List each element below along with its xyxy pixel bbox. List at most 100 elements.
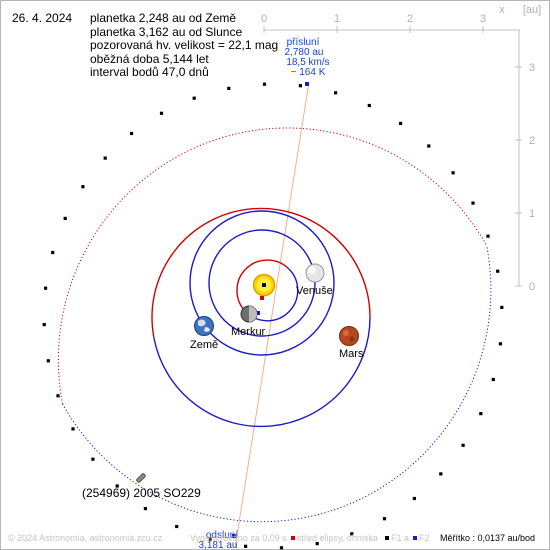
y-tick-label: 0	[529, 281, 535, 293]
asteroid-position-point	[192, 96, 196, 100]
asteroid-position-point	[334, 91, 338, 95]
asteroid-position-point	[315, 542, 319, 546]
orbit-arc-above-ecliptic	[57, 127, 488, 404]
asteroid-position-point	[399, 121, 403, 125]
perihelion-title: přísluní	[287, 37, 320, 48]
y-tick-label: 1	[529, 208, 535, 220]
mars-label: Mars	[339, 348, 364, 360]
info-line: planetka 2,248 au od Země	[90, 11, 237, 25]
asteroid-position-point	[479, 412, 483, 416]
asteroid-position-point	[298, 84, 302, 88]
asteroid-position-point	[279, 546, 284, 550]
aphelion-title: odsluní	[206, 530, 238, 541]
perihelion-annotation: přísluní 2,780 au 18,5 km/s ~ 164 K	[285, 37, 330, 78]
asteroid-position-point	[350, 532, 354, 536]
info-line: planetka 3,162 au od Slunce	[90, 24, 243, 39]
y-axis: 3 2 1 0	[515, 30, 535, 293]
legend-f2-marker	[413, 536, 417, 540]
perihelion-speed: 18,5 km/s	[286, 57, 329, 68]
copyright-link[interactable]: © 2024 Astronomia, astronomia.zcu.cz	[8, 533, 163, 543]
legend-f2-text: F2	[419, 533, 430, 543]
mercury-label: Merkur	[231, 326, 266, 338]
info-line: interval bodů 47,0 dnů	[90, 65, 209, 79]
x-tick-label: 3	[480, 13, 486, 25]
asteroid-position-point	[81, 185, 85, 189]
asteroid-position-point	[208, 537, 212, 541]
perihelion-temperature: ~ 164 K	[291, 67, 326, 78]
asteroid-position-point	[491, 377, 495, 382]
asteroid-orbit	[42, 82, 504, 550]
earth-label: Země	[190, 339, 218, 351]
earth-planet-icon	[194, 316, 214, 336]
venus-planet-icon	[305, 263, 325, 283]
x-tick-label: 2	[407, 13, 413, 25]
mars-planet-icon	[339, 326, 359, 346]
date-label: 26. 4. 2024	[12, 11, 73, 25]
asteroid-position-point	[42, 323, 46, 327]
perihelion-marker	[305, 82, 309, 86]
aphelion-annotation: odsluní 3,181 au	[199, 530, 239, 550]
render-time: Vygenerováno za 0,09 s	[190, 533, 287, 543]
legend-center-text: střed elipsy, ohniska	[297, 533, 378, 543]
asteroid-position-point	[471, 201, 475, 205]
orbit-arc-below-ecliptic	[62, 245, 492, 523]
aphelion-marker	[232, 534, 236, 538]
unit-label: [au]	[523, 4, 541, 16]
perihelion-distance: 2,780 au	[285, 47, 324, 58]
asteroid-position-point	[451, 171, 455, 175]
asteroid-position-point	[103, 156, 107, 160]
info-line: oběžná doba 5,144 let	[90, 51, 209, 66]
aphelion-distance: 3,181 au	[199, 540, 238, 550]
legend-center-marker	[291, 536, 295, 540]
x-tick-label: 1	[334, 13, 340, 25]
asteroid-position-point	[500, 305, 504, 309]
asteroid-position-point	[496, 269, 500, 273]
earth-orbit	[189, 210, 335, 356]
asteroid-position-point	[91, 457, 95, 461]
asteroid-position-point	[244, 544, 248, 548]
venus-orbit	[208, 229, 316, 337]
asteroid-icon	[136, 473, 146, 483]
mercury-planet-icon	[240, 305, 258, 323]
asteroid-position-point	[486, 234, 490, 238]
legend-f1-marker	[385, 536, 389, 540]
y-tick-label: 3	[529, 62, 535, 74]
asteroid-position-point	[56, 394, 60, 398]
venus-label: Venuše	[296, 285, 333, 297]
asteroid-position-point	[159, 111, 164, 115]
asteroid-position-point	[143, 507, 147, 511]
y-tick-label: 2	[529, 135, 535, 147]
asteroid-position-point	[382, 517, 387, 521]
asteroid-position-point	[262, 82, 267, 86]
apsides-line	[234, 81, 310, 549]
asteroid-position-point	[227, 86, 231, 90]
asteroid-position-point	[46, 359, 50, 363]
asteroid-position-point	[412, 496, 416, 501]
sun-icon	[252, 273, 276, 297]
x-tick-label: 0	[261, 13, 267, 25]
asteroid-label: (254969) 2005 SO229	[82, 486, 201, 500]
asteroid-position-point	[427, 144, 431, 148]
x-axis: 0 1 2 3 x [au]	[261, 4, 541, 33]
ellipse-center-marker	[260, 296, 264, 300]
scale-label: Měřítko : 0,0137 au/bod	[440, 533, 536, 543]
asteroid-position-point	[130, 131, 134, 136]
asteroid-position-point	[175, 524, 179, 529]
legend-f1-text: F1 a	[391, 533, 410, 543]
asteroid-position-point	[44, 286, 48, 290]
asteroid-position-point	[367, 103, 371, 108]
asteroid-position-points	[42, 82, 504, 550]
asteroid-position-point	[461, 443, 465, 447]
mars-orbit	[151, 207, 371, 428]
asteroid-position-point	[71, 427, 75, 431]
asteroid-position-point	[115, 484, 119, 488]
asteroid-position-point	[51, 250, 55, 255]
ellipse-focus-marker	[256, 311, 260, 315]
x-axis-label: x	[499, 4, 505, 16]
info-line: pozorovaná hv. velikost = 22,1 mag	[90, 38, 279, 52]
asteroid-position-point	[498, 342, 502, 346]
asteroid-position-point	[439, 472, 443, 476]
mercury-orbit	[236, 259, 299, 322]
